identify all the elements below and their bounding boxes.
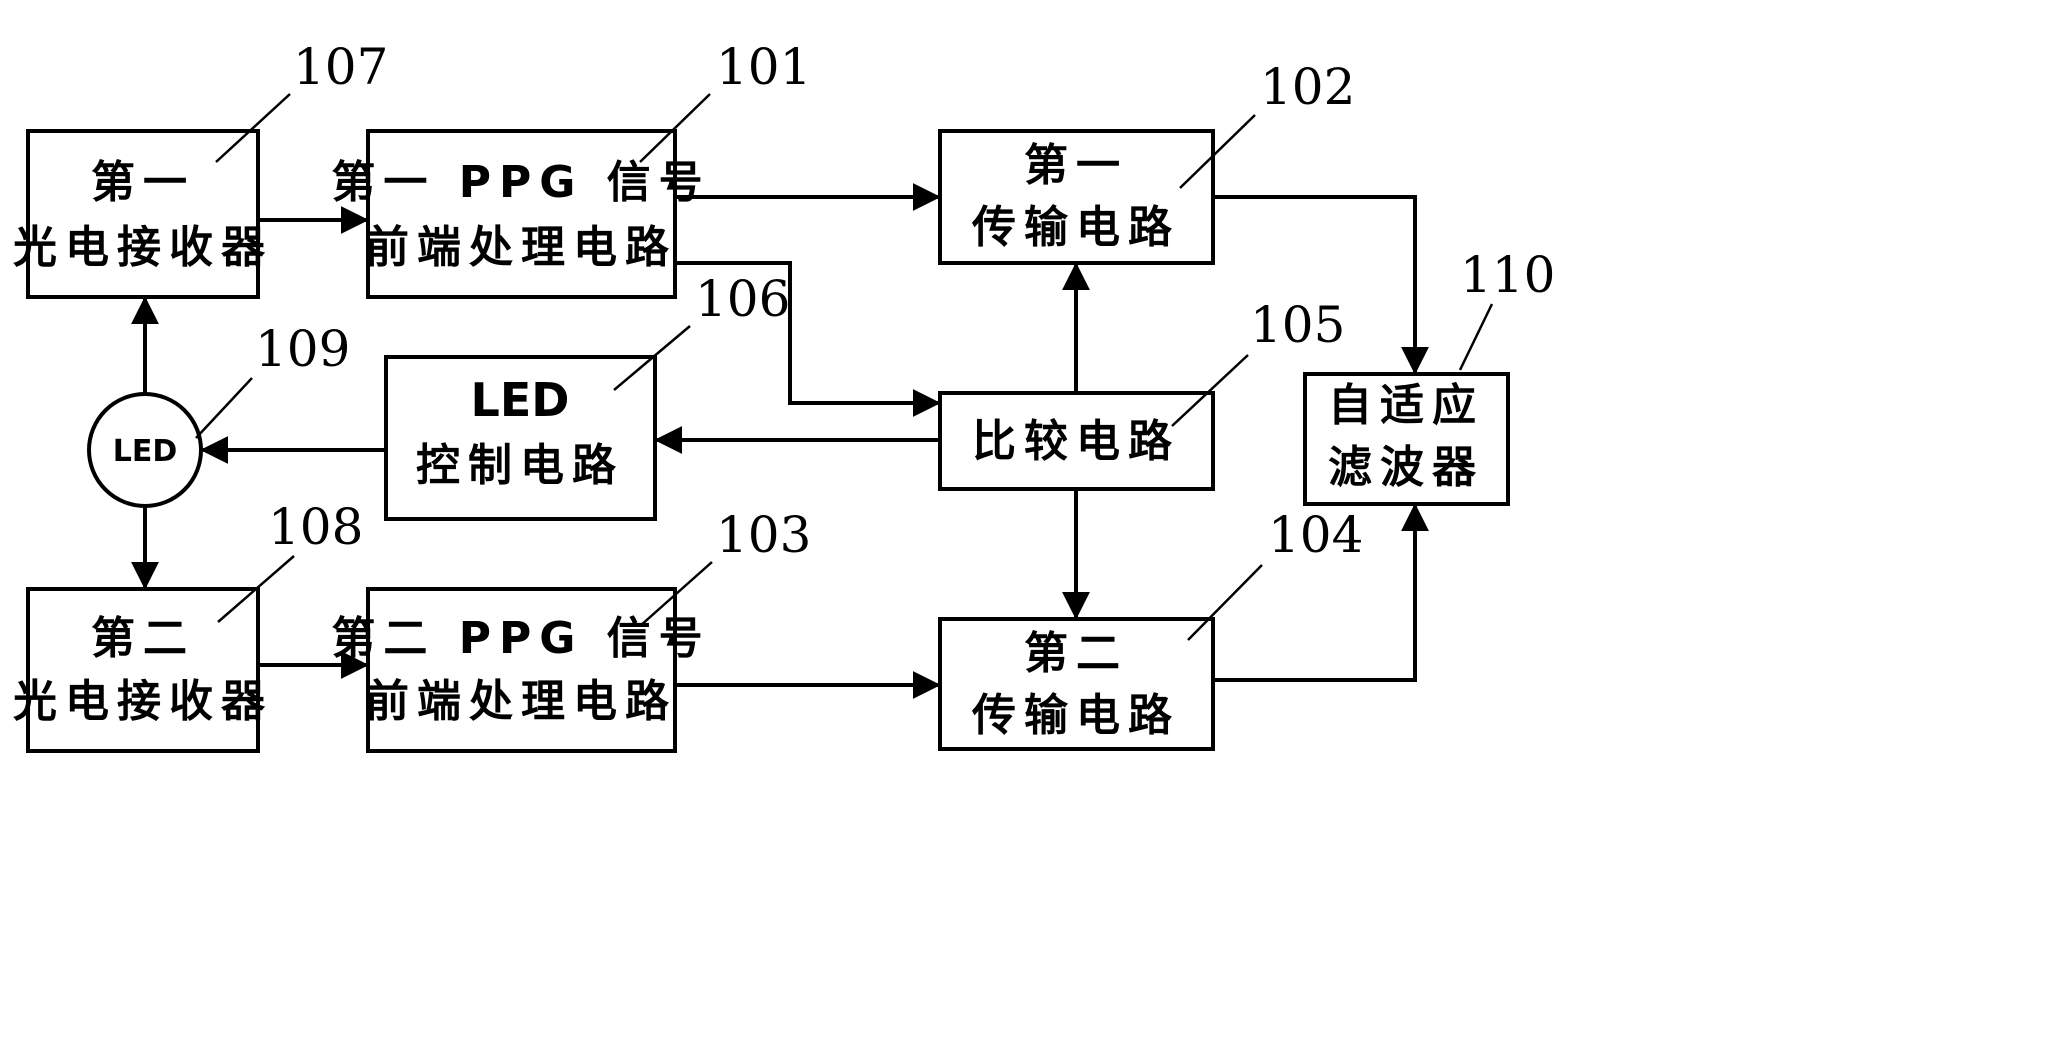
block-101-first-ppg-frontend: 第一 PPG 信号 前端处理电路	[331, 129, 710, 299]
leader-104	[1187, 564, 1263, 641]
leader-106	[613, 325, 691, 391]
block-103-line1: 第二 PPG 信号	[331, 613, 710, 664]
block-104-second-transmission: 第二 传输电路	[938, 617, 1215, 751]
arrow-102-to-110	[1213, 195, 1429, 375]
leader-109	[195, 377, 253, 439]
leader-107	[215, 93, 291, 163]
block-103-second-ppg-frontend: 第二 PPG 信号 前端处理电路	[331, 587, 710, 753]
block-108-line1: 第二	[91, 613, 195, 664]
node-109-led: LED	[87, 392, 203, 508]
leader-110	[1458, 303, 1494, 371]
block-105-line1: 比较电路	[972, 416, 1180, 467]
leader-102	[1179, 114, 1256, 189]
arrow-104-to-110	[1213, 503, 1429, 682]
block-104-line1: 第二	[1024, 628, 1128, 679]
node-109-label: LED	[113, 434, 178, 469]
block-108-second-photoreceiver: 第二 光电接收器	[13, 587, 273, 753]
arrow-101-to-105	[675, 261, 941, 417]
block-107-line1: 第一	[91, 157, 195, 208]
ref-105: 105	[1250, 296, 1345, 354]
block-101-line2: 前端处理电路	[365, 222, 677, 273]
ref-104: 104	[1268, 506, 1363, 564]
leader-101	[639, 93, 711, 163]
block-101-line1: 第一 PPG 信号	[331, 157, 710, 208]
ref-102: 102	[1260, 58, 1355, 116]
ref-106: 106	[695, 270, 790, 328]
block-110-line1: 自适应	[1328, 380, 1484, 431]
ref-107: 107	[293, 38, 388, 96]
block-104-line2: 传输电路	[971, 690, 1180, 741]
block-108-line2: 光电接收器	[13, 676, 273, 727]
block-106-led-control: LED 控制电路	[384, 355, 657, 521]
block-110-adaptive-filter: 自适应 滤波器	[1303, 372, 1510, 506]
block-105-comparator: 比较电路	[938, 391, 1215, 491]
block-107-line2: 光电接收器	[13, 222, 273, 273]
ref-108: 108	[268, 498, 363, 556]
connections	[131, 183, 1429, 699]
block-110-line2: 滤波器	[1328, 442, 1484, 493]
block-102-line1: 第一	[1024, 140, 1128, 191]
reference-labels: 107 101 102 110 109 106 105 108 103 104	[195, 38, 1555, 641]
block-106-line2: 控制电路	[416, 440, 624, 491]
leader-108	[217, 555, 295, 623]
block-103-line2: 前端处理电路	[365, 676, 677, 727]
leader-105	[1171, 354, 1249, 427]
ref-109: 109	[255, 320, 350, 378]
block-102-line2: 传输电路	[971, 202, 1180, 253]
block-106-line1: LED	[471, 373, 570, 427]
ref-101: 101	[716, 38, 811, 96]
block-107-first-photoreceiver: 第一 光电接收器	[13, 129, 273, 299]
leader-103	[639, 561, 713, 627]
block-102-first-transmission: 第一 传输电路	[938, 129, 1215, 265]
ref-103: 103	[716, 506, 811, 564]
ref-110: 110	[1460, 246, 1555, 304]
